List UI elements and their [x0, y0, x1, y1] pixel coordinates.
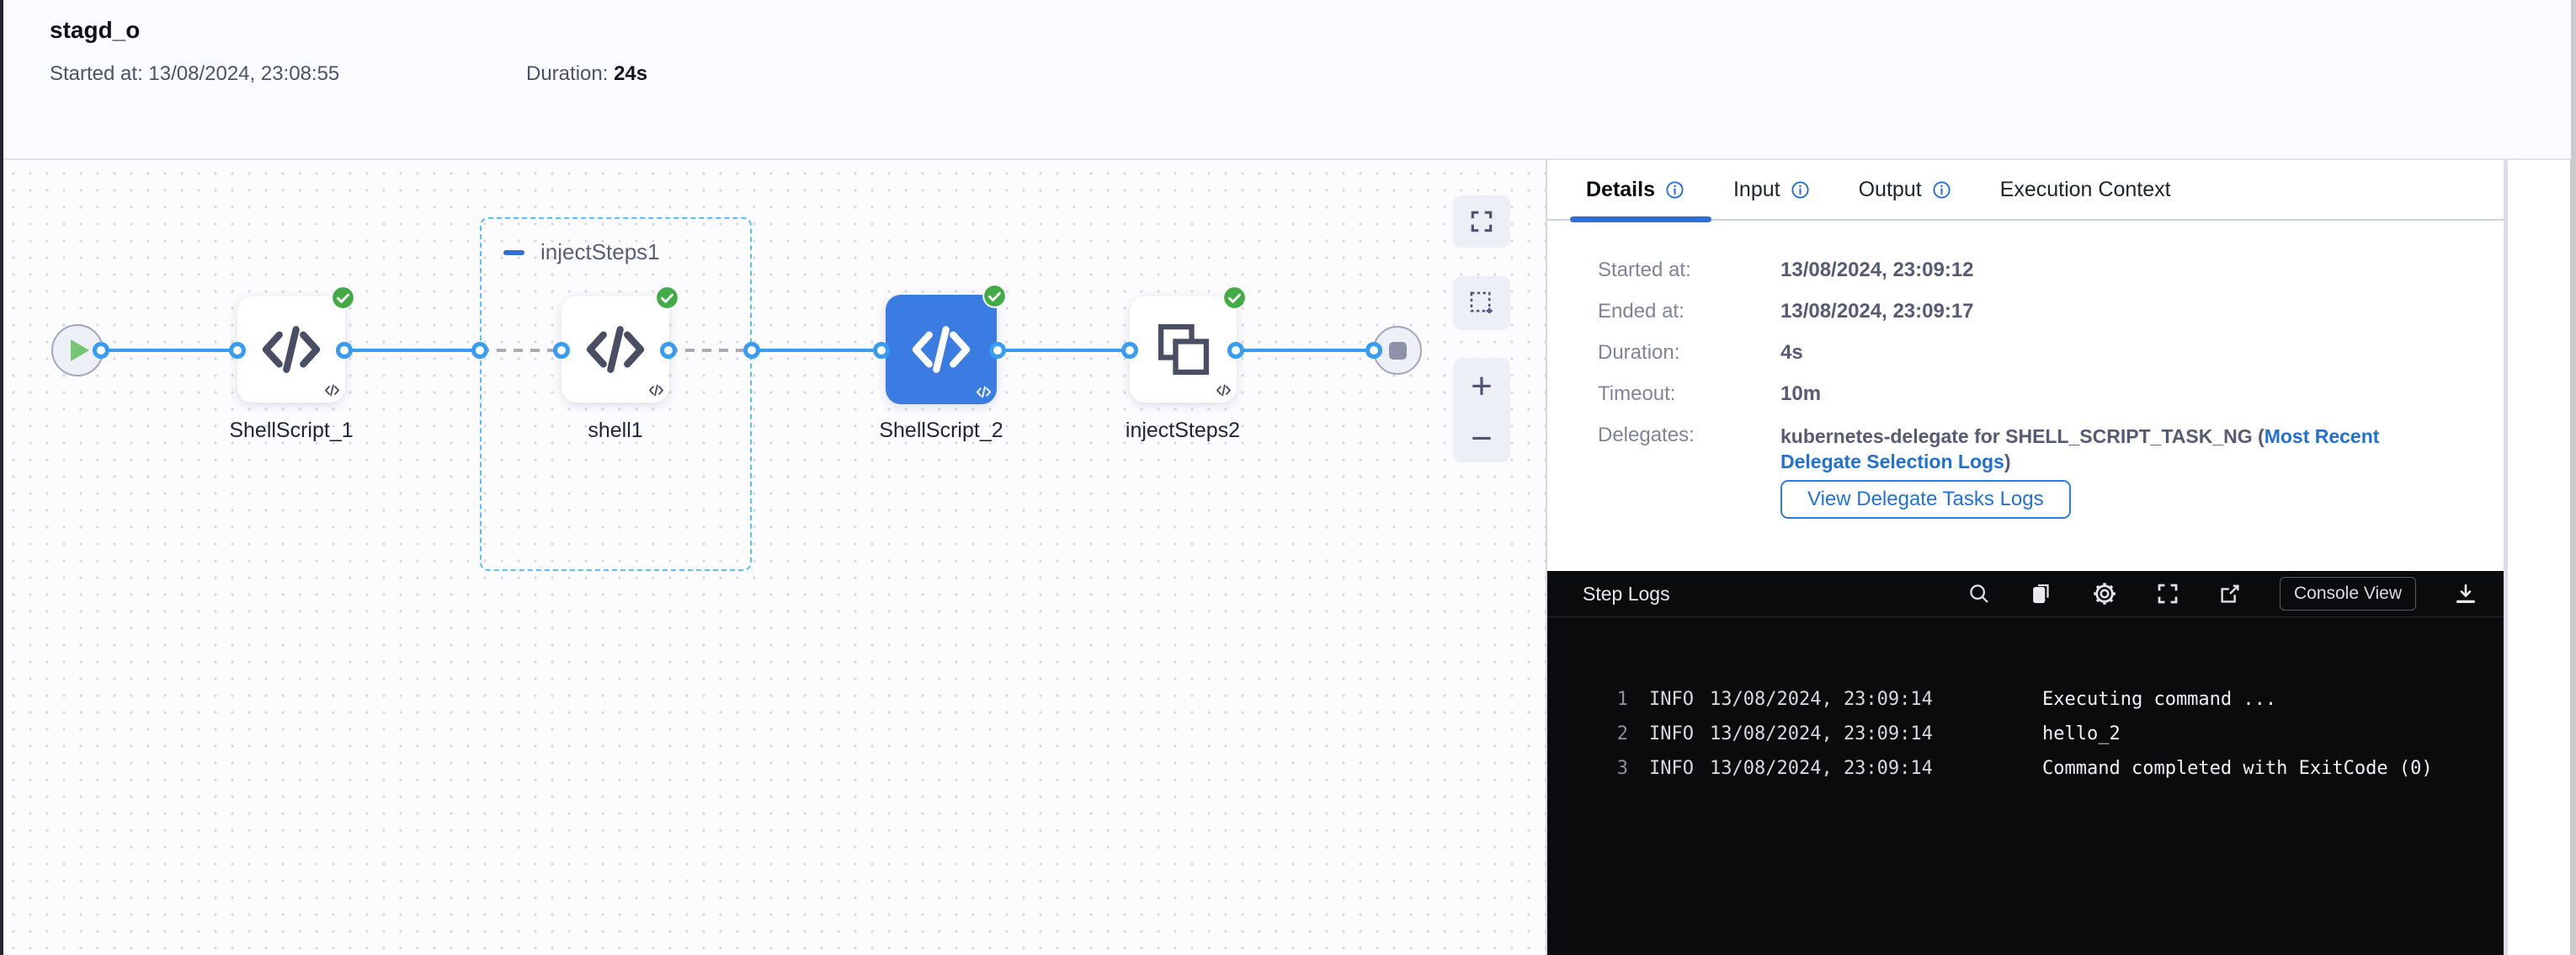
edge-group-to-node3	[752, 349, 881, 352]
step-node-injectsteps2[interactable]	[1130, 285, 1247, 403]
step-node-shellscript-2[interactable]	[886, 284, 1007, 404]
port	[743, 342, 760, 359]
edge-group-to-node2	[480, 349, 562, 352]
tab-execution-context[interactable]: Execution Context	[1999, 177, 2171, 201]
step-logs-header: Step Logs	[1547, 571, 2504, 617]
step-node-label: ShellScript_1	[229, 419, 354, 442]
stage-title: stagd_o	[50, 17, 141, 43]
port	[1365, 342, 1382, 359]
log-line: 2 INFO 13/08/2024, 23:09:14 hello_2	[1616, 723, 2121, 744]
port	[1121, 342, 1138, 359]
detail-row-timeout: Timeout: 10m	[1598, 382, 1822, 405]
step-node-label: injectSteps2	[1125, 419, 1241, 442]
play-icon	[71, 339, 89, 361]
info-icon	[1666, 180, 1684, 199]
success-check-icon	[1222, 285, 1247, 310]
info-icon	[1791, 180, 1809, 199]
collapsed-nav-rail	[0, 0, 3, 955]
started-value: 13/08/2024, 23:08:55	[148, 62, 340, 85]
started-at-text: Started at: 13/08/2024, 23:08:55	[50, 62, 339, 86]
port	[553, 342, 570, 359]
edge-start-to-node1	[101, 349, 237, 352]
step-type-code-icon	[1216, 384, 1231, 397]
step-logs-toolbar: Console View	[1967, 577, 2478, 611]
port	[93, 342, 109, 359]
started-label: Started at:	[50, 62, 143, 85]
step-group-injectsteps1[interactable]: injectSteps1	[480, 217, 752, 571]
port	[471, 342, 488, 359]
collapse-minus-icon[interactable]	[503, 249, 524, 255]
details-tab-bar: Details Input Output	[1547, 160, 2504, 222]
port	[336, 342, 353, 359]
success-check-icon	[655, 285, 679, 310]
step-group-header: injectSteps1	[503, 239, 660, 265]
port	[989, 342, 1006, 359]
delegates-value: kubernetes-delegate for SHELL_SCRIPT_TAS…	[1780, 425, 2380, 472]
settings-gear-icon[interactable]	[2091, 580, 2118, 607]
detail-row-duration: Duration: 4s	[1598, 341, 1803, 364]
step-group-copy-icon	[1158, 323, 1209, 376]
port	[873, 342, 890, 359]
log-line: 3 INFO 13/08/2024, 23:09:14 Command comp…	[1616, 758, 2433, 779]
step-details-panel: Details Input Output	[1547, 160, 2504, 955]
code-icon	[912, 326, 971, 373]
tab-output[interactable]: Output	[1859, 178, 1951, 202]
code-icon	[262, 326, 321, 373]
port	[229, 342, 246, 359]
panel-divider[interactable]	[1546, 160, 1547, 955]
step-node-label: shell1	[588, 419, 643, 442]
success-check-icon	[331, 285, 355, 310]
view-delegate-tasks-logs-button[interactable]: View Delegate Tasks Logs	[1780, 480, 2071, 519]
download-icon[interactable]	[2453, 581, 2478, 606]
stop-icon	[1388, 341, 1407, 360]
step-node-shell1[interactable]	[562, 285, 679, 403]
duration-value: 24s	[614, 62, 648, 85]
canvas-fullscreen-button[interactable]	[1453, 195, 1510, 248]
step-logs-title: Step Logs	[1583, 582, 1670, 605]
detail-row-ended: Ended at: 13/08/2024, 23:09:17	[1598, 300, 1974, 323]
step-type-code-icon	[325, 384, 339, 397]
zoom-in-button[interactable]: +	[1471, 365, 1493, 407]
tab-input[interactable]: Input	[1733, 178, 1810, 202]
detail-row-delegates: Delegates: kubernetes-delegate for SHELL…	[1598, 424, 2420, 474]
stage-header: stagd_o Started at: 13/08/2024, 23:08:55…	[0, 0, 2571, 160]
duration-text: Duration: 24s	[526, 62, 647, 86]
panel-edge-strip	[2504, 160, 2508, 955]
edge-node3-to-node4	[998, 349, 1130, 352]
edge-node2-to-groupend	[668, 349, 752, 352]
step-node-shellscript-1[interactable]	[237, 285, 355, 403]
active-tab-underline	[1570, 216, 1711, 222]
page-scrollbar[interactable]	[2570, 0, 2576, 955]
info-icon	[1933, 180, 1951, 199]
search-icon[interactable]	[1967, 581, 1992, 606]
edge-node1-to-group	[344, 349, 480, 352]
step-type-code-icon	[977, 386, 991, 398]
delegate-selection-logs-link[interactable]: Most Recent Delegate Selection Logs	[1780, 425, 2380, 472]
step-logs-panel: Step Logs	[1547, 571, 2504, 955]
zoom-out-button[interactable]: −	[1471, 417, 1493, 459]
success-check-icon	[982, 284, 1007, 308]
fullscreen-icon	[1471, 211, 1493, 232]
duration-label: Duration:	[526, 62, 609, 85]
open-in-new-icon[interactable]	[2217, 581, 2243, 606]
expand-fullscreen-icon[interactable]	[2155, 581, 2180, 606]
detail-row-started: Started at: 13/08/2024, 23:09:12	[1598, 259, 1974, 281]
pipeline-graph-canvas[interactable]: injectSteps1 ShellScript_1	[0, 160, 1546, 955]
code-icon	[586, 326, 645, 373]
copy-icon[interactable]	[2029, 581, 2054, 606]
step-node-label: ShellScript_2	[879, 419, 1003, 442]
edge-node4-to-end	[1236, 349, 1375, 352]
log-lines: 1 INFO 13/08/2024, 23:09:14 Executing co…	[1547, 617, 2504, 786]
console-view-button[interactable]: Console View	[2279, 577, 2416, 611]
port	[660, 342, 677, 359]
tab-details[interactable]: Details	[1570, 178, 1711, 222]
step-type-code-icon	[649, 384, 663, 397]
canvas-marquee-select-button[interactable]	[1453, 276, 1510, 330]
log-line: 1 INFO 13/08/2024, 23:09:14 Executing co…	[1616, 689, 2277, 710]
step-group-label: injectSteps1	[540, 239, 660, 264]
port	[1227, 342, 1244, 359]
canvas-zoom-controls: + −	[1453, 358, 1510, 462]
marquee-select-icon	[1470, 291, 1493, 314]
